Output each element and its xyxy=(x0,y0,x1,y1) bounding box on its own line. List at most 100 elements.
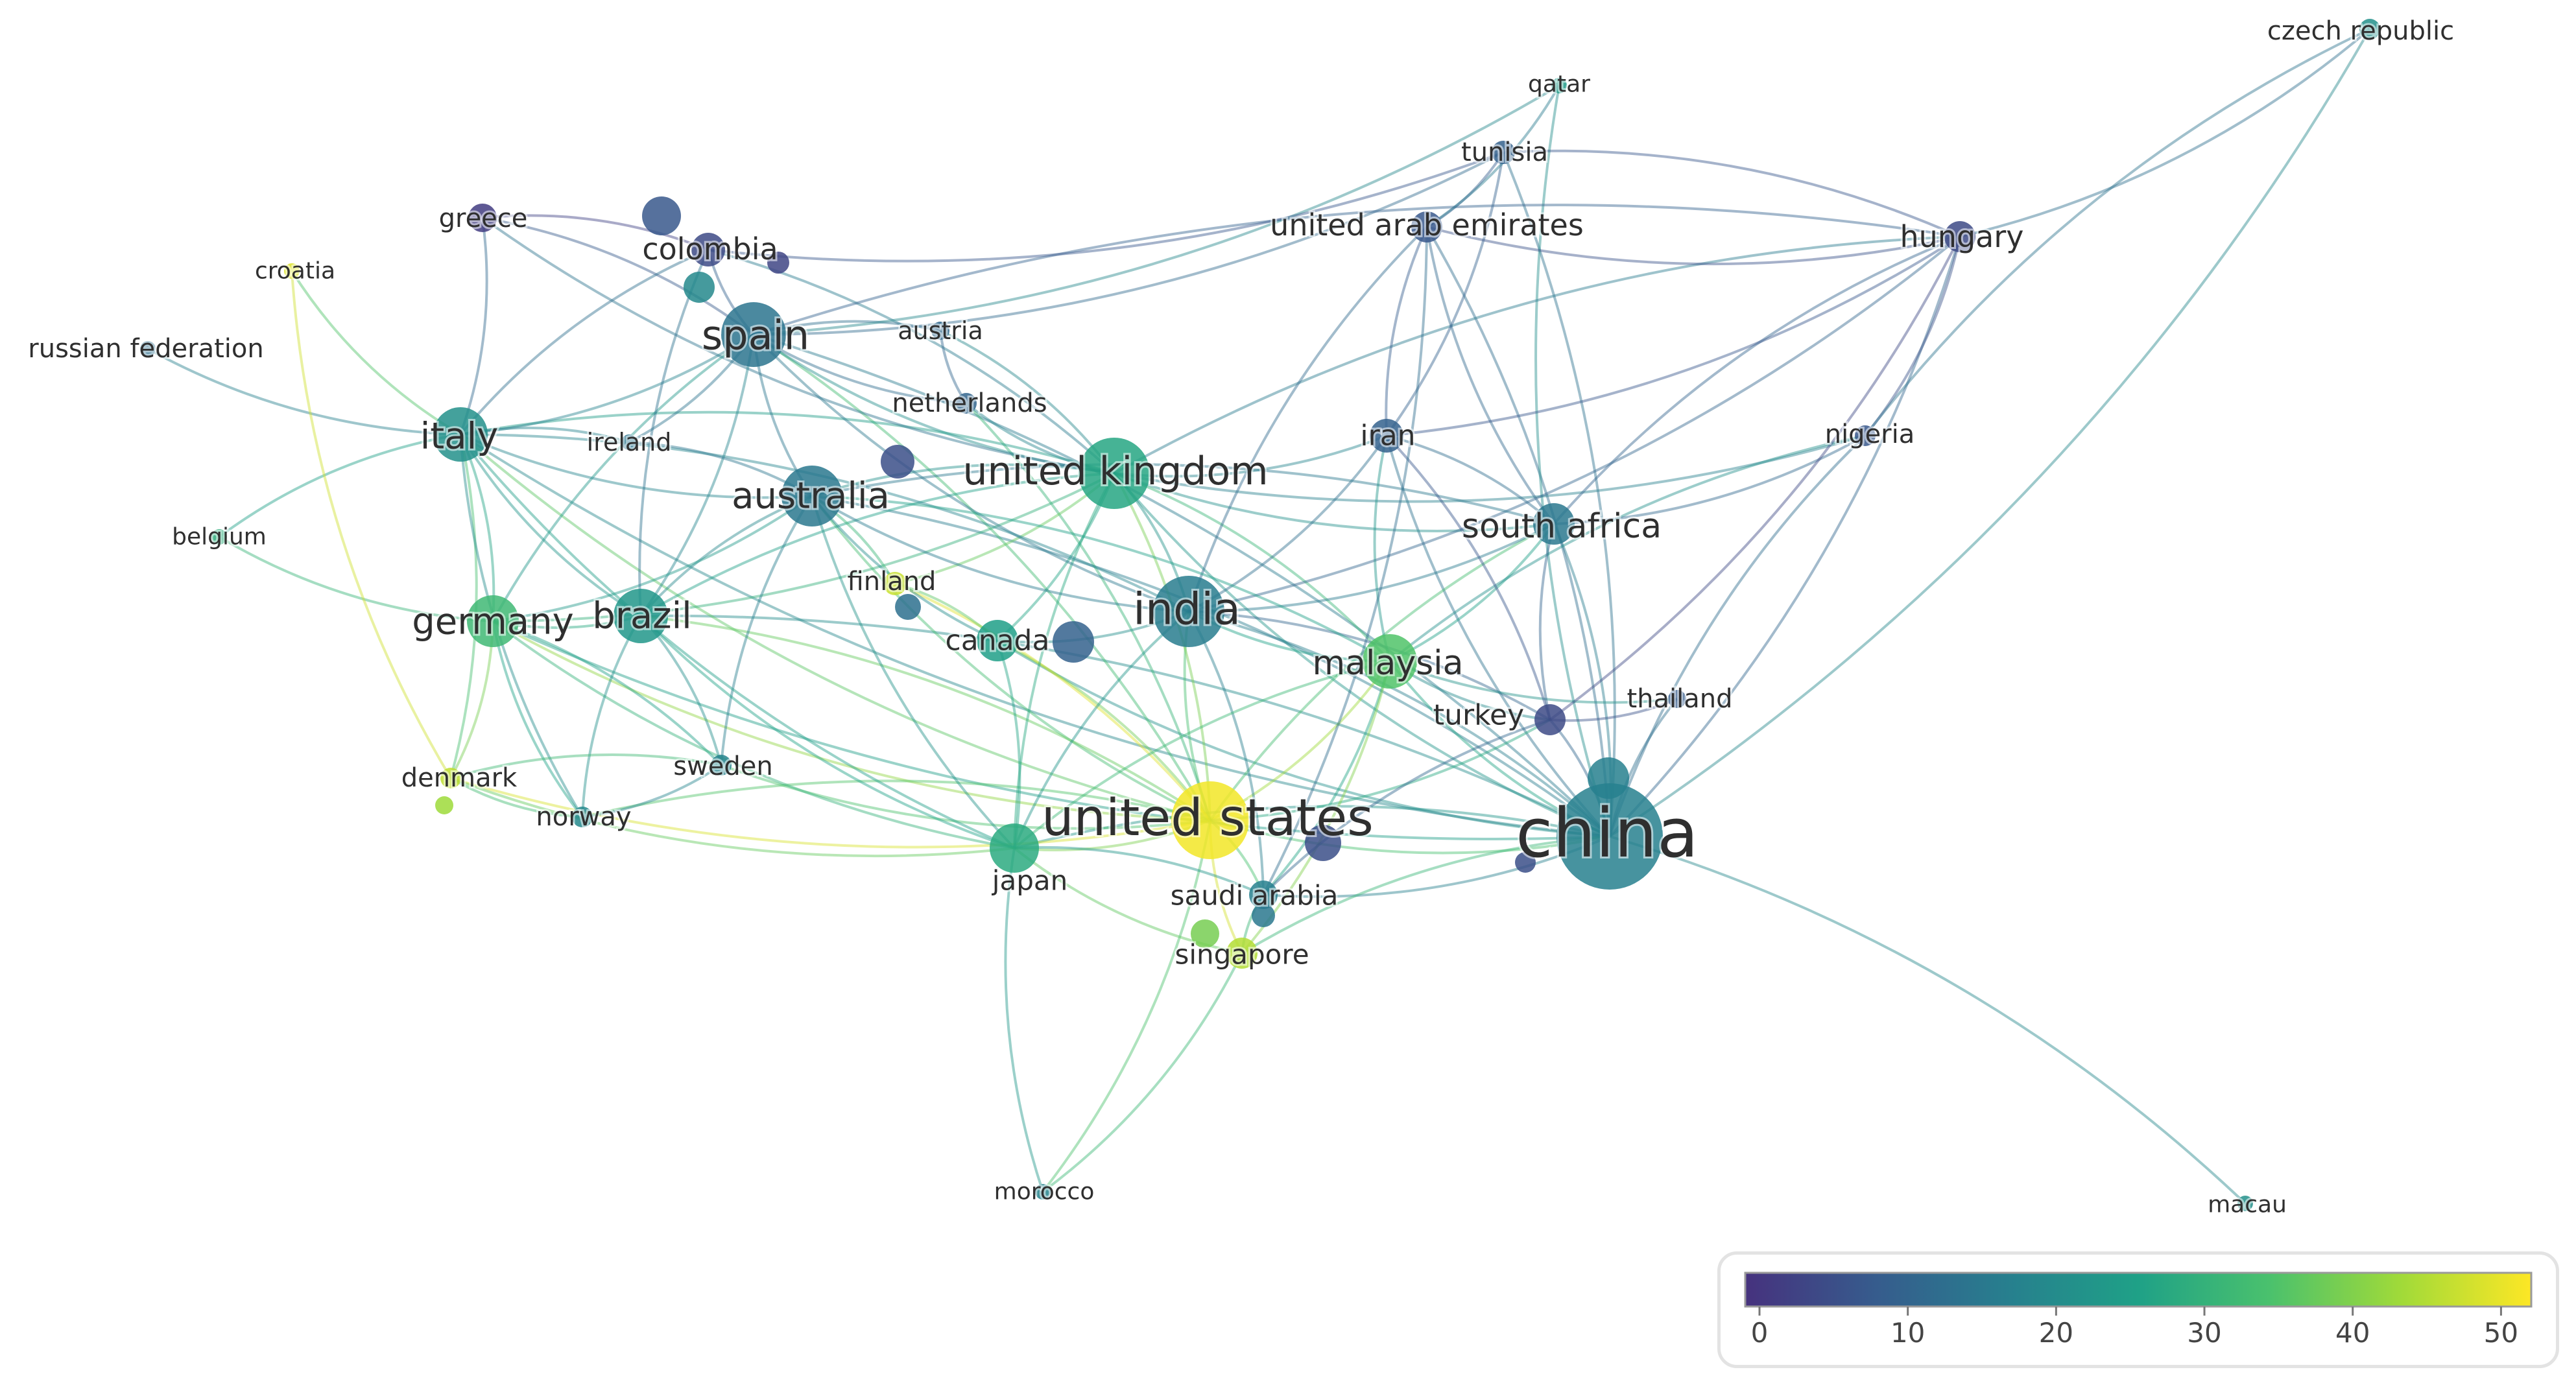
edge-china-australia xyxy=(811,495,1611,838)
node-greece[interactable] xyxy=(468,204,497,232)
legend-tick-label: 0 xyxy=(1751,1317,1769,1349)
node-spain[interactable] xyxy=(721,302,786,367)
node-japan[interactable] xyxy=(990,823,1039,873)
node-finland[interactable] xyxy=(883,572,907,595)
label-malaysia: malaysia xyxy=(1312,644,1463,683)
node-thailand[interactable] xyxy=(1668,690,1686,708)
node-iran[interactable] xyxy=(1370,419,1403,453)
edge-spain-hungary xyxy=(753,204,1961,336)
node-unlabeled-12[interactable] xyxy=(1252,904,1275,927)
node-unlabeled-1[interactable] xyxy=(642,196,681,235)
node-unlabeled-2[interactable] xyxy=(684,272,715,303)
node-ireland[interactable] xyxy=(621,434,637,450)
node-unlabeled-3[interactable] xyxy=(767,252,789,274)
edge-china-tunisia xyxy=(1502,152,1616,837)
node-canada[interactable] xyxy=(977,620,1018,661)
label-qatar: qatar xyxy=(1528,71,1590,98)
label-singapore: singapore xyxy=(1175,939,1309,971)
label-germany: germany xyxy=(412,601,574,643)
node-united-arab-emirates[interactable] xyxy=(1411,211,1442,243)
edge-united-states-finland xyxy=(894,582,1211,822)
node-czech-republic[interactable] xyxy=(2359,19,2380,40)
node-hungary[interactable] xyxy=(1944,221,1975,252)
edge-china-brazil xyxy=(640,614,1610,838)
edge-brazil-norway xyxy=(581,615,642,818)
node-tunisia[interactable] xyxy=(1492,141,1515,164)
node-malaysia[interactable] xyxy=(1363,634,1417,689)
edge-united-kingdom-south-africa xyxy=(1114,472,1555,533)
node-united-states[interactable] xyxy=(1171,781,1249,859)
node-morocco[interactable] xyxy=(1035,1184,1051,1200)
edge-hungary-czech-republic xyxy=(1959,28,2371,238)
node-unlabeled-4[interactable] xyxy=(881,445,914,479)
edge-united-states-brazil xyxy=(640,615,1211,822)
network-nodes xyxy=(140,19,2380,1211)
node-australia[interactable] xyxy=(781,466,842,526)
node-russian-federation[interactable] xyxy=(140,341,156,357)
edge-united-kingdom-japan xyxy=(1013,473,1115,849)
edge-united-states-netherlands xyxy=(965,402,1211,821)
node-nigeria[interactable] xyxy=(1855,425,1876,446)
edge-united-states-sweden xyxy=(721,764,1211,830)
node-unlabeled-7[interactable] xyxy=(1305,825,1341,861)
node-singapore[interactable] xyxy=(1226,938,1258,969)
label-austria: austria xyxy=(898,316,983,345)
node-unlabeled-6[interactable] xyxy=(895,594,921,620)
node-austria[interactable] xyxy=(931,322,949,340)
legend-tick-label: 40 xyxy=(2335,1317,2370,1349)
node-netherlands[interactable] xyxy=(956,393,977,414)
node-china[interactable] xyxy=(1556,783,1663,890)
node-belgium[interactable] xyxy=(211,529,227,545)
edge-brazil-japan xyxy=(639,615,1015,849)
edge-india-iran xyxy=(1188,434,1388,613)
node-qatar[interactable] xyxy=(1551,78,1567,93)
edge-china-germany xyxy=(492,620,1610,840)
edge-china-iran xyxy=(1385,435,1611,838)
edge-china-india xyxy=(1188,610,1611,838)
legend-tick-label: 30 xyxy=(2187,1317,2221,1349)
legend-tick-label: 20 xyxy=(2039,1317,2073,1349)
edge-united-states-spain xyxy=(752,333,1211,821)
edge-china-singapore xyxy=(1241,835,1610,954)
edge-denmark-norway xyxy=(450,777,583,818)
node-sweden[interactable] xyxy=(711,755,732,775)
node-colombia[interactable] xyxy=(691,233,725,266)
label-canada: canada xyxy=(946,624,1050,657)
edge-hungary-turkey xyxy=(1549,236,1961,721)
node-saudi-arabia[interactable] xyxy=(1249,881,1278,909)
edge-australia-sweden xyxy=(720,495,813,766)
node-united-kingdom[interactable] xyxy=(1079,438,1150,509)
edge-china-nigeria xyxy=(1608,434,1866,837)
edge-germany-belgium xyxy=(218,536,494,622)
edge-spain-tunisia xyxy=(753,151,1504,336)
node-unlabeled-11[interactable] xyxy=(1515,852,1536,873)
edge-china-macau xyxy=(1609,835,2247,1205)
edge-china-qatar xyxy=(1534,85,1611,837)
edge-united-kingdom-italy xyxy=(460,410,1115,475)
node-denmark[interactable] xyxy=(440,768,461,788)
edge-united-kingdom-germany xyxy=(492,472,1115,623)
node-unlabeled-9[interactable] xyxy=(1588,757,1629,799)
node-germany[interactable] xyxy=(467,595,519,647)
node-italy[interactable] xyxy=(433,407,488,462)
node-norway[interactable] xyxy=(572,807,593,827)
node-croatia[interactable] xyxy=(284,263,300,279)
node-south-africa[interactable] xyxy=(1533,503,1575,545)
edge-spain-brazil xyxy=(639,334,755,617)
edge-china-italy xyxy=(459,433,1610,838)
node-unlabeled-5[interactable] xyxy=(1053,621,1094,663)
node-unlabeled-10[interactable] xyxy=(435,796,453,814)
edge-india-japan xyxy=(1013,610,1190,849)
node-macau[interactable] xyxy=(2237,1196,2253,1211)
edge-united-states-denmark xyxy=(450,777,1211,849)
node-unlabeled-8[interactable] xyxy=(1191,919,1219,948)
node-turkey[interactable] xyxy=(1534,704,1566,735)
node-brazil[interactable] xyxy=(614,589,668,643)
label-greece: greece xyxy=(439,204,528,233)
edge-united-kingdom-iran xyxy=(1114,434,1387,478)
edge-china-czech-republic xyxy=(1608,29,2371,838)
label-ireland: ireland xyxy=(587,428,672,456)
edge-spain-italy xyxy=(460,333,755,436)
node-india[interactable] xyxy=(1153,576,1224,647)
